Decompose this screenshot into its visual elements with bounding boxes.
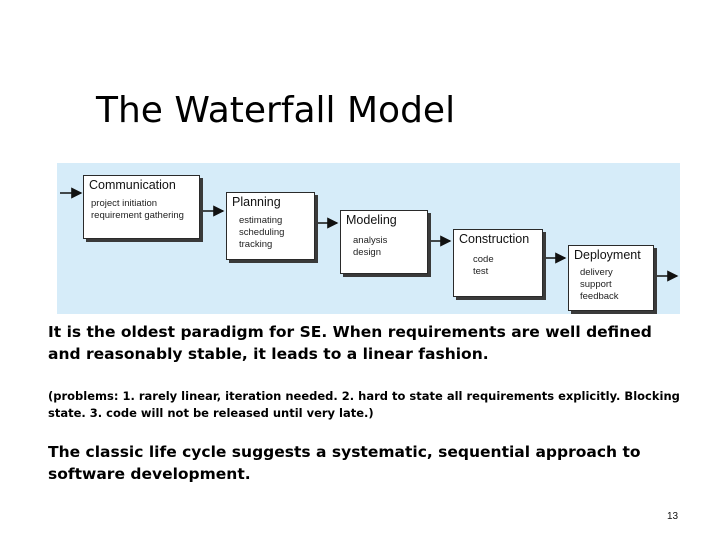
task-item: feedback bbox=[580, 291, 619, 302]
stage-name: Deployment bbox=[574, 248, 641, 262]
task-item: support bbox=[580, 279, 612, 290]
task-item: code bbox=[473, 254, 494, 265]
page-number: 13 bbox=[667, 511, 679, 522]
stage-modeling: Modeling analysis design bbox=[340, 210, 428, 274]
stage-name: Communication bbox=[89, 178, 176, 192]
waterfall-diagram: Communication project initiation require… bbox=[57, 163, 680, 314]
stage-name: Planning bbox=[232, 195, 281, 209]
body-paragraph-3: The classic life cycle suggests a system… bbox=[48, 443, 641, 483]
task-item: requirement gathering bbox=[91, 210, 184, 221]
task-item: delivery bbox=[580, 267, 613, 278]
task-item: design bbox=[353, 247, 381, 258]
task-list: delivery support feedback bbox=[580, 267, 619, 303]
flow-arrows bbox=[60, 187, 679, 282]
task-list: analysis design bbox=[353, 235, 387, 259]
task-item: analysis bbox=[353, 235, 388, 246]
slide-title: The Waterfall Model bbox=[96, 90, 456, 131]
task-item: scheduling bbox=[239, 227, 285, 238]
body-paragraph-2: (problems: 1. rarely linear, iteration n… bbox=[48, 389, 680, 420]
task-list: estimating scheduling tracking bbox=[239, 215, 284, 251]
stage-name: Construction bbox=[459, 232, 530, 246]
task-item: tracking bbox=[239, 239, 273, 250]
body-paragraph-1: It is the oldest paradigm for SE. When r… bbox=[48, 323, 652, 363]
stage-planning: Planning estimating scheduling tracking bbox=[226, 192, 315, 260]
task-item: estimating bbox=[239, 215, 283, 226]
stage-deployment: Deployment delivery support feedback bbox=[568, 245, 654, 311]
task-list: code test bbox=[473, 254, 494, 278]
stage-construction: Construction code test bbox=[453, 229, 543, 297]
stage-name: Modeling bbox=[346, 213, 397, 227]
task-item: project initiation bbox=[91, 198, 158, 209]
task-list: project initiation requirement gathering bbox=[91, 198, 184, 222]
task-item: test bbox=[473, 266, 489, 277]
stage-communication: Communication project initiation require… bbox=[83, 175, 200, 239]
